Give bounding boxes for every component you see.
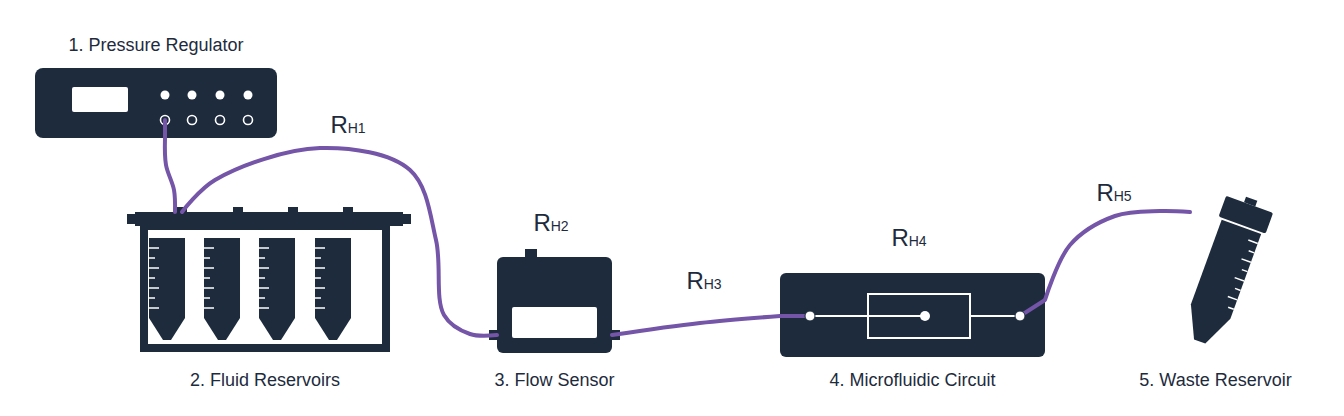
sensor-nub (525, 249, 537, 257)
device-caption: 5. Waste Reservoir (1139, 369, 1291, 391)
tube-tick (149, 257, 155, 259)
tube-tick (204, 247, 214, 249)
tube-tick (259, 257, 265, 259)
tube-tick (315, 297, 321, 299)
rack-nub (402, 214, 411, 224)
flow-sensor (489, 249, 620, 353)
tube-tick (315, 267, 325, 269)
resistance-label: RH2 (531, 210, 570, 239)
tube-tick (204, 277, 210, 279)
fluid-reservoirs-box: 2. Fluid Reservoirs (135, 212, 403, 352)
tube-tick (1228, 307, 1234, 309)
fluid-tube (165, 138, 175, 212)
tube-tick (315, 277, 321, 279)
resistance-label: RH5 (1094, 180, 1133, 209)
tube-tick (149, 277, 155, 279)
tube-tick (1235, 278, 1244, 281)
tube-tick (1249, 251, 1255, 253)
tube-stub (163, 120, 167, 138)
regulator-port (244, 116, 253, 125)
lid-tab (233, 207, 243, 213)
tube-tick (204, 297, 210, 299)
chip-chamber (868, 294, 970, 338)
tube-tick (259, 267, 269, 269)
flow-sensor-box: 3. Flow Sensor (497, 257, 612, 353)
lid-tab (343, 207, 353, 213)
regulator-display (72, 87, 128, 112)
tube-tick (204, 307, 214, 309)
device-caption: 3. Flow Sensor (494, 369, 614, 391)
tube-tick (149, 297, 155, 299)
regulator-port (216, 116, 225, 125)
sensor-window (512, 307, 597, 338)
reservoir-tube (204, 238, 240, 340)
reservoir-tube (259, 238, 295, 340)
chip-channel (810, 315, 1020, 317)
resistance-label: RH1 (328, 112, 367, 141)
rack-lid (135, 212, 403, 226)
fluid-tube (1045, 211, 1190, 300)
rack-interior (148, 230, 382, 344)
tube-tick (1228, 296, 1237, 299)
pressure-regulator (35, 68, 277, 138)
regulator-led (244, 91, 253, 100)
chip-junction (920, 311, 930, 321)
tube-tick (1235, 288, 1241, 290)
waste-tube (1176, 190, 1275, 350)
tube-tick (149, 307, 159, 309)
device-caption: 2. Fluid Reservoirs (190, 369, 340, 391)
tube-tick (315, 307, 325, 309)
rack-frame (140, 222, 390, 352)
tube-tick (1248, 240, 1257, 243)
tube-tick (259, 247, 269, 249)
tube-tick (259, 297, 265, 299)
reservoir-tube (315, 238, 351, 340)
tube-tick (149, 247, 159, 249)
microfluidic-circuit-box: 4. Microfluidic Circuit (780, 273, 1045, 357)
waste-reservoir-box: 5. Waste Reservoir (1190, 190, 1285, 353)
regulator-body (35, 68, 277, 138)
regulator-led (161, 91, 170, 100)
fluid-tube (612, 316, 780, 335)
tube-tick (149, 267, 159, 269)
regulator-port (188, 116, 197, 125)
tube-tick (259, 277, 265, 279)
tube-tick (1241, 259, 1250, 262)
reservoir-rack (127, 207, 411, 352)
device-caption: 1. Pressure Regulator (68, 34, 243, 56)
tube-tick (315, 287, 325, 289)
tube-body (1180, 220, 1261, 349)
tube-tick (259, 307, 269, 309)
reservoir-tube (149, 238, 185, 340)
tube-tick (204, 287, 214, 289)
chip-inlet (805, 311, 815, 321)
device-caption: 4. Microfluidic Circuit (829, 369, 995, 391)
pressure-regulator-box: 1. Pressure Regulator (35, 68, 277, 138)
fluid-tube (182, 148, 497, 336)
regulator-led (216, 91, 225, 100)
resistance-label: RH4 (889, 225, 928, 254)
tube-tick (259, 287, 269, 289)
tube-tick (204, 257, 210, 259)
chip-body (780, 273, 1045, 357)
chip-outlet (1015, 311, 1025, 321)
lid-tab (288, 207, 298, 213)
regulator-led (188, 91, 197, 100)
sensor-body (497, 257, 612, 353)
tube-tick (204, 267, 214, 269)
tube-tick (149, 287, 159, 289)
resistance-label: RH3 (684, 268, 723, 297)
tube-tick (1242, 270, 1248, 272)
rack-nub (127, 214, 136, 224)
tube-tick (315, 257, 321, 259)
tube-tick (315, 247, 325, 249)
microfluidic-chip (780, 273, 1045, 357)
